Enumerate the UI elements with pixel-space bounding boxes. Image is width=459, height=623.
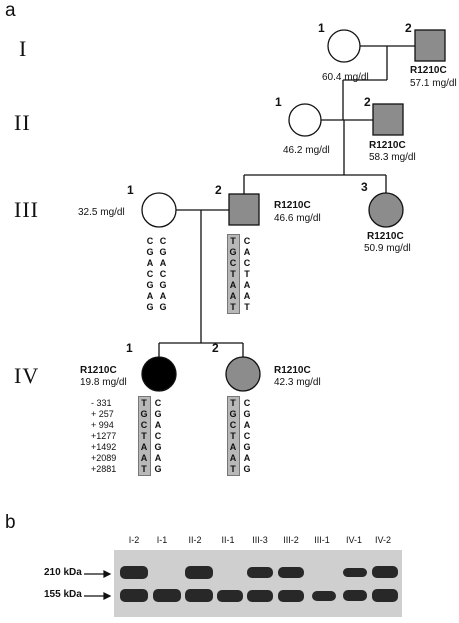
band-210-III-3	[247, 567, 273, 578]
lane-label-III-2: III-2	[283, 535, 299, 545]
pedigree-IV-2-female-carrier	[225, 356, 261, 392]
mutation-II-2: R1210C	[369, 140, 406, 151]
marker-positions: - 331+ 257+ 994+1277+1492+2089+2881	[91, 398, 117, 474]
band-155-I-1	[153, 589, 181, 602]
lane-label-I-1: I-1	[156, 535, 168, 545]
mutation-I-2: R1210C	[410, 65, 447, 76]
western-blot-image	[114, 550, 402, 617]
pedigree-III-1-female	[141, 192, 177, 228]
band-155-III-3	[247, 590, 273, 602]
lane-label-I-2: I-2	[128, 535, 140, 545]
panel-label-b: b	[5, 512, 16, 533]
pedigree-III-3-female-carrier	[368, 192, 404, 228]
mutation-IV-2: R1210C	[274, 365, 311, 376]
lane-label-II-1: II-1	[221, 535, 235, 545]
marker-210-kda-label: 210 kDa	[44, 567, 82, 578]
band-210-IV-2	[372, 566, 398, 578]
generation-label-IV: IV	[14, 363, 40, 388]
generation-label-II: II	[14, 110, 31, 135]
pedigree-I-2-male-carrier	[414, 29, 446, 62]
lane-label-III-3: III-3	[252, 535, 268, 545]
individual-number-IV-2: 2	[212, 341, 219, 355]
value-III-2: 46.6 mg/dl	[274, 213, 321, 224]
generation-label-III: III	[14, 197, 39, 222]
band-155-III-1	[312, 591, 336, 601]
value-III-3: 50.9 mg/dl	[364, 243, 411, 254]
value-IV-2: 42.3 mg/dl	[274, 377, 321, 388]
band-155-I-2	[120, 589, 148, 602]
individual-number-I-1: 1	[318, 21, 325, 35]
individual-number-II-2: 2	[364, 95, 371, 109]
haplotype-highlight-III-2	[227, 234, 240, 314]
individual-number-III-2: 2	[215, 183, 222, 197]
pedigree-IV-1-female-affected	[141, 356, 177, 392]
band-155-II-2	[185, 589, 213, 602]
generation-label-I: I	[19, 36, 28, 61]
value-III-1: 32.5 mg/dl	[78, 207, 125, 218]
lane-label-III-1: III-1	[314, 535, 330, 545]
band-155-III-2	[278, 590, 304, 602]
individual-number-III-3: 3	[361, 180, 368, 194]
individual-number-II-1: 1	[275, 95, 282, 109]
band-155-IV-2	[372, 589, 398, 602]
mutation-IV-1: R1210C	[80, 365, 117, 376]
value-I-2: 57.1 mg/dl	[410, 78, 457, 89]
band-210-III-2	[278, 567, 304, 578]
marker-155-kda-label: 155 kDa	[44, 589, 82, 600]
band-155-IV-1	[343, 590, 367, 601]
haplotype-highlight-IV-2	[227, 396, 240, 476]
panel-label-a: a	[5, 0, 16, 21]
pedigree-III-2-male-carrier	[228, 193, 260, 226]
haplotype-highlight-IV-1	[138, 396, 151, 476]
mutation-III-2: R1210C	[274, 200, 311, 211]
band-210-I-2	[120, 566, 148, 579]
individual-number-III-1: 1	[127, 183, 134, 197]
pedigree-chart	[141, 29, 446, 392]
individual-number-I-2: 2	[405, 21, 412, 35]
pedigree-II-1-female	[288, 103, 322, 137]
lane-label-IV-1: IV-1	[345, 535, 362, 545]
band-210-IV-1	[343, 568, 367, 577]
lane-label-II-2: II-2	[188, 535, 202, 545]
band-155-II-1	[217, 590, 243, 602]
lane-label-IV-2: IV-2	[374, 535, 391, 545]
value-II-2: 58.3 mg/dl	[369, 152, 416, 163]
mutation-III-3: R1210C	[367, 231, 404, 242]
value-IV-1: 19.8 mg/dl	[80, 377, 127, 388]
band-210-II-2	[185, 566, 213, 579]
value-I-1: 60.4 mg/dl	[322, 72, 369, 83]
pedigree-I-1-female	[327, 29, 361, 63]
individual-number-IV-1: 1	[126, 341, 133, 355]
value-II-1: 46.2 mg/dl	[283, 145, 330, 156]
pedigree-II-2-male-carrier	[372, 103, 404, 136]
